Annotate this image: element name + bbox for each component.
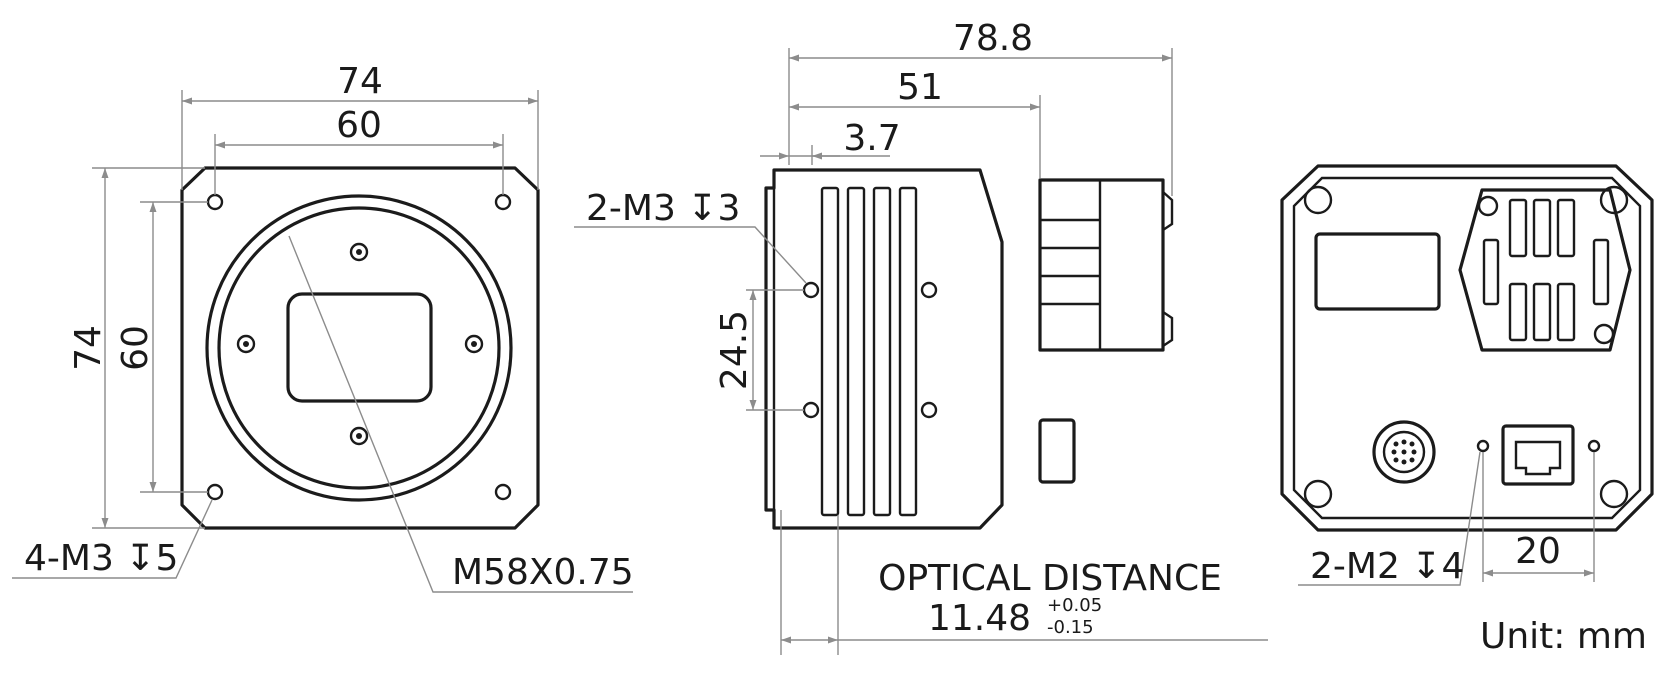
lens-screws xyxy=(236,242,484,446)
label-lens-thread: M58X0.75 xyxy=(452,552,634,593)
label-rear-holes: 2-M2 ↧4 xyxy=(1310,546,1464,587)
label-optical-value: 11.48 xyxy=(928,598,1031,639)
label-tolerance-plus: +0.05 xyxy=(1047,595,1102,616)
leader-mount-holes xyxy=(12,499,213,579)
label-rear-hole-spacing-20: 20 xyxy=(1515,531,1561,572)
side-io-connector xyxy=(1038,418,1076,484)
leader-side-holes xyxy=(574,226,807,284)
unit-label: Unit: mm xyxy=(1480,616,1647,657)
label-flange-3-7: 3.7 xyxy=(843,118,900,159)
leader-lens-thread xyxy=(288,235,633,593)
gpio-connector xyxy=(1372,420,1436,484)
label-width-74: 74 xyxy=(337,61,383,102)
label-hole-spacing-24-5: 24.5 xyxy=(714,310,755,390)
label-height-74: 74 xyxy=(68,325,109,371)
sensor-window xyxy=(286,292,433,403)
label-optical-distance: OPTICAL DISTANCE xyxy=(878,558,1222,599)
label-length-51: 51 xyxy=(897,67,943,108)
label-length-78-8: 78.8 xyxy=(953,18,1033,59)
rear-view: 20 2-M2 ↧4 xyxy=(1280,164,1654,587)
lens-mount-outer-ring xyxy=(205,194,513,502)
label-mount-holes: 4-M3 ↧5 xyxy=(24,538,178,579)
lens-mount-inner-ring xyxy=(217,206,501,490)
front-view: 74 60 74 60 4-M3 ↧5 M58X0.75 xyxy=(12,61,634,593)
leader-rear-holes xyxy=(1298,451,1481,586)
rear-heat-sink xyxy=(1458,188,1632,352)
side-body-outline xyxy=(764,168,1004,530)
rear-corner-holes xyxy=(1303,185,1629,509)
rear-body-outline xyxy=(1280,164,1654,532)
side-view: 78.8 51 3.7 2-M3 ↧3 24.5 OPTICAL DISTANC… xyxy=(574,18,1268,655)
ethernet-port xyxy=(1501,424,1575,486)
label-plate xyxy=(1314,232,1441,311)
rear-connector-housing xyxy=(1038,178,1174,484)
label-tolerance-minus: -0.15 xyxy=(1047,617,1094,638)
front-body-outline xyxy=(180,166,540,530)
rear-screw-holes xyxy=(1476,439,1601,453)
label-side-holes: 2-M3 ↧3 xyxy=(586,188,740,229)
label-width-60: 60 xyxy=(336,105,382,146)
label-height-60: 60 xyxy=(115,325,156,371)
heat-sink-fins xyxy=(820,186,918,517)
